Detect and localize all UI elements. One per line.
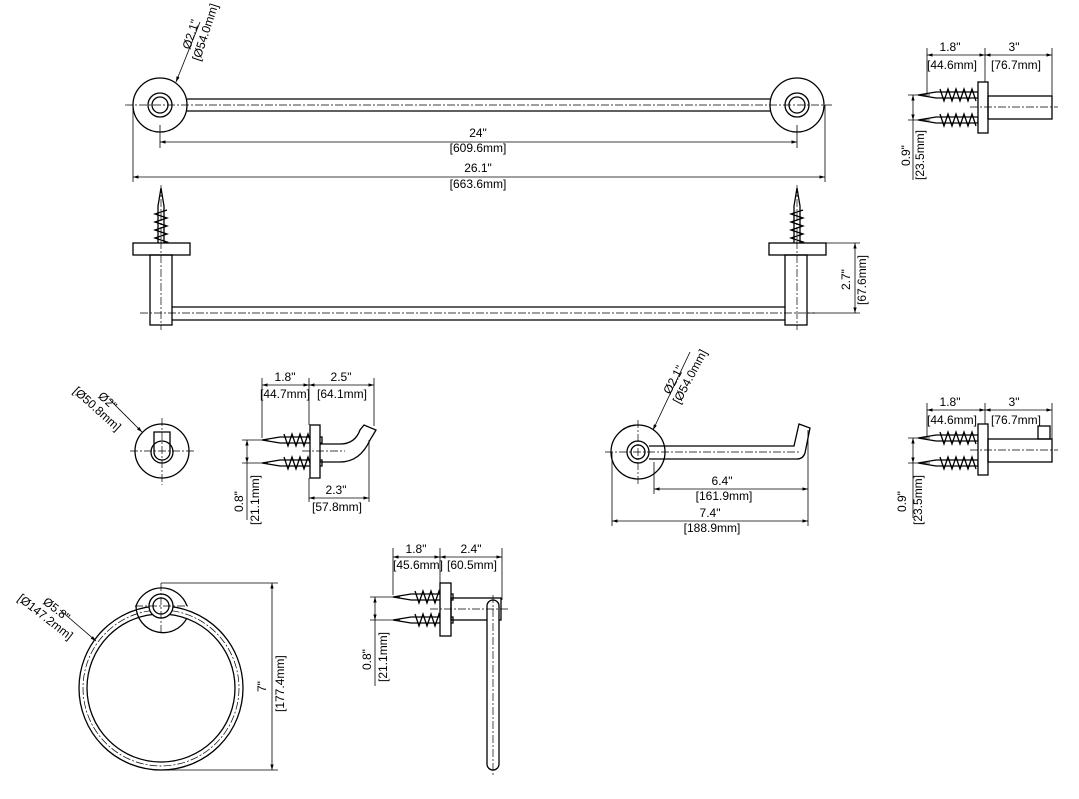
screw-length-in: 1.8" bbox=[275, 370, 296, 384]
spacing-mm: [21.1mm] bbox=[376, 632, 390, 682]
towel-ring-side-view: 1.8" [45.6mm] 2.4" [60.5mm] 0.8" [21.1mm… bbox=[360, 542, 508, 775]
post-length-mm: [76.7mm] bbox=[991, 413, 1041, 427]
screw-length-mm: [44.6mm] bbox=[927, 58, 977, 72]
spacing-mm: [21.1mm] bbox=[248, 475, 262, 525]
reach-mm: [57.8mm] bbox=[312, 500, 362, 514]
post-length-in: 3" bbox=[1009, 395, 1020, 409]
spacing-in: 0.9" bbox=[899, 145, 913, 166]
spacing-in: 0.9" bbox=[895, 491, 909, 512]
overall-length-in: 7.4" bbox=[700, 506, 721, 520]
screw-length-mm: [44.7mm] bbox=[260, 387, 310, 401]
bar-length-mm: [609.6mm] bbox=[450, 141, 507, 155]
robe-hook-side-view: 1.8" [44.7mm] 2.5" [64.1mm] 2.3" [57.8mm… bbox=[232, 370, 377, 525]
overall-length-in: 26.1" bbox=[464, 161, 492, 175]
spacing-in: 0.8" bbox=[360, 649, 374, 670]
overall-length-mm: [188.9mm] bbox=[684, 521, 741, 535]
bar-mount-side-view: 1.8" [44.6mm] 3" [76.7mm] 0.9" [23.5mm] bbox=[899, 40, 1058, 180]
towel-ring-front-view: 7" [177.4mm] Ø5.8" [Ø147.2mm] bbox=[15, 582, 287, 771]
arm-length-in: 6.4" bbox=[712, 474, 733, 488]
spacing-mm: [23.5mm] bbox=[913, 130, 927, 180]
post-length-in: 2.4" bbox=[461, 542, 482, 556]
towel-hook-front-view: Ø2.1" [Ø54.0mm] 6.4" [161.9mm] 7.4" [188… bbox=[605, 347, 811, 535]
screw-length-mm: [45.6mm] bbox=[393, 558, 443, 572]
bar-projection-in: 2.7" bbox=[839, 269, 853, 290]
bar-projection-mm: [67.6mm] bbox=[855, 255, 869, 305]
towel-hook-side-view: 1.8" [44.6mm] 3" [76.7mm] 0.9" [23.5mm] bbox=[895, 395, 1058, 525]
bar-length-in: 24" bbox=[469, 126, 487, 140]
arm-length-mm: [161.9mm] bbox=[696, 489, 753, 503]
robe-hook-front-view: Ø2" [Ø50.8mm] bbox=[70, 384, 194, 485]
robe-hook-diameter-mm: [Ø50.8mm] bbox=[70, 384, 123, 434]
screw-length-mm: [44.6mm] bbox=[927, 413, 977, 427]
post-length-mm: [60.5mm] bbox=[447, 558, 497, 572]
screw-length-in: 1.8" bbox=[940, 395, 961, 409]
post-length-in: 3" bbox=[1009, 40, 1020, 54]
ring-height-in: 7" bbox=[255, 681, 269, 692]
towel-bar-front-view: 24" [609.6mm] 26.1" [663.6mm] Ø2.1" [Ø54… bbox=[125, 2, 832, 191]
screw-length-in: 1.8" bbox=[940, 40, 961, 54]
reach-in: 2.3" bbox=[326, 483, 347, 497]
post-length-mm: [76.7mm] bbox=[991, 58, 1041, 72]
screw-length-in: 1.8" bbox=[406, 542, 427, 556]
hook-length-in: 2.5" bbox=[331, 370, 352, 384]
hook-length-mm: [64.1mm] bbox=[317, 387, 367, 401]
spacing-in: 0.8" bbox=[232, 491, 246, 512]
spacing-mm: [23.5mm] bbox=[911, 475, 925, 525]
towel-bar-side-view: 2.7" [67.6mm] bbox=[132, 185, 869, 330]
overall-length-mm: [663.6mm] bbox=[450, 177, 507, 191]
ring-height-mm: [177.4mm] bbox=[273, 655, 287, 712]
